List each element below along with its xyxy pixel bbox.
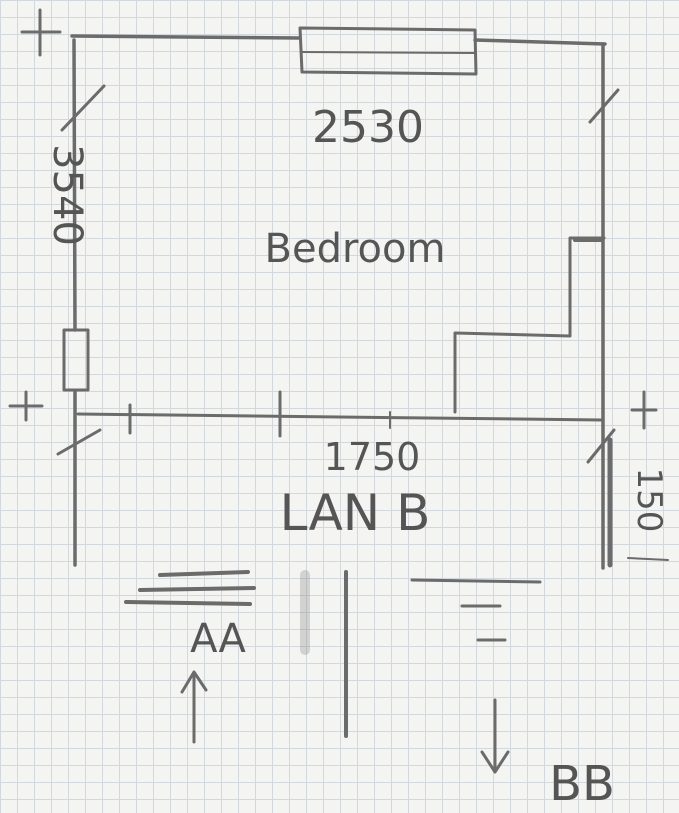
- level-label: LAN B: [280, 484, 431, 542]
- bottom-dimension: 1750: [324, 435, 421, 479]
- section-aa-label: AA: [190, 616, 246, 662]
- top-dimension: 2530: [312, 102, 424, 153]
- section-cut-line: [300, 570, 348, 738]
- right-dimension: 150: [629, 468, 669, 533]
- left-dimension: 3540: [44, 144, 90, 246]
- right-markings: [607, 437, 669, 568]
- section-aa-marker: AA: [124, 570, 256, 744]
- room-walls: [70, 34, 607, 570]
- left-wall: [72, 38, 77, 567]
- section-bb-marker: BB: [410, 578, 615, 812]
- dimension-ticks: [56, 84, 620, 464]
- top-wall: [70, 34, 607, 46]
- left-window: [62, 328, 90, 392]
- corner-marks: [8, 8, 658, 430]
- room-label: Bedroom: [265, 226, 446, 272]
- bottom-wall: [76, 412, 604, 422]
- section-bb-label: BB: [549, 756, 615, 812]
- section-aa-arrow-icon: [180, 670, 208, 744]
- top-window: [298, 26, 478, 76]
- section-bb-arrow-icon: [480, 698, 510, 774]
- built-in-wardrobe: [453, 236, 606, 414]
